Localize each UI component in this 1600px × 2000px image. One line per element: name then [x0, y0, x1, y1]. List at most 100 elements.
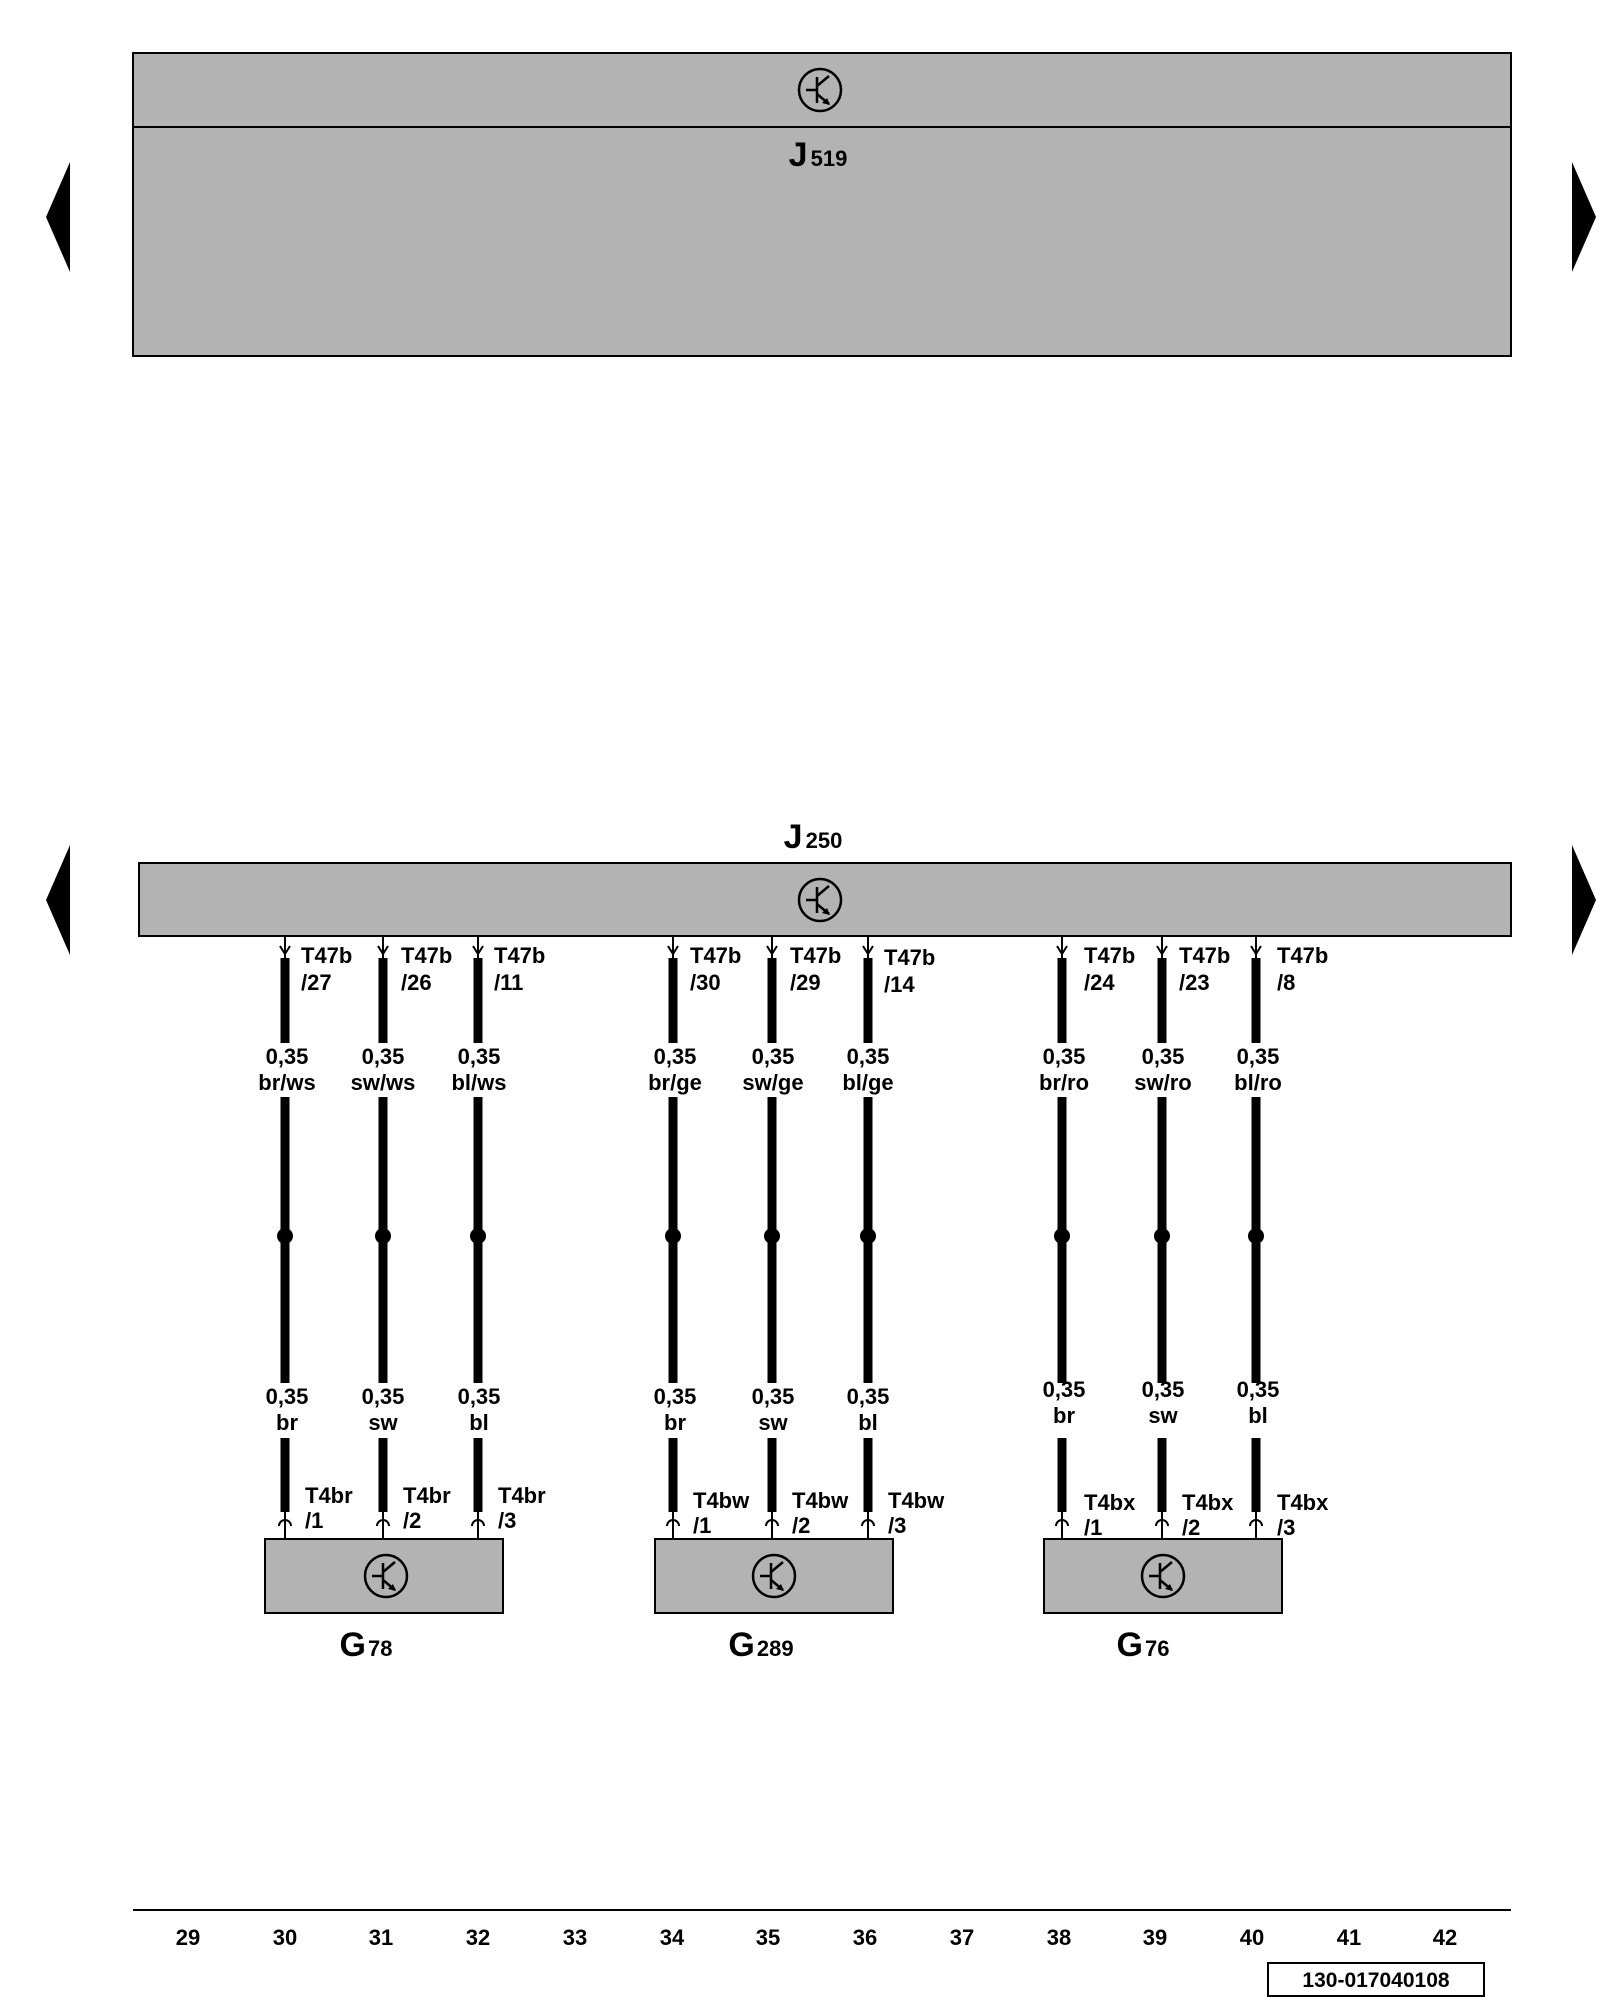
wire-7-top-size: 0,35 — [1043, 1044, 1086, 1069]
nav-right-top-icon[interactable] — [1572, 162, 1596, 272]
wire-2-bottom-pin-arc — [376, 1519, 390, 1527]
sensor-g78-number: 78 — [368, 1636, 392, 1661]
wire-6-bottom-size: 0,35 — [847, 1384, 890, 1409]
svg-text:G289: G289 — [728, 1626, 793, 1664]
wire-5-bottom-size: 0,35 — [752, 1384, 795, 1409]
column-number: 35 — [756, 1925, 780, 1950]
wire-2-top-pin: /26 — [401, 970, 432, 995]
sensor-g78-letter: G — [340, 1626, 366, 1664]
reference-number: 130-017040108 — [1302, 1969, 1449, 1992]
wire-8-top-size: 0,35 — [1142, 1044, 1185, 1069]
column-number: 37 — [950, 1925, 974, 1950]
nav-right-bottom-icon[interactable] — [1572, 845, 1596, 955]
wire-1-top-size: 0,35 — [266, 1044, 309, 1069]
wire-2-top-color: sw/ws — [351, 1070, 416, 1095]
wire-5-bottom-color: sw — [758, 1410, 788, 1435]
wire-1-top-color: br/ws — [258, 1070, 315, 1095]
wire-7: T47b /24 0,35 br/ro 0,35 br T4bx /1 — [1039, 936, 1136, 1540]
wire-7-top-conn: T47b — [1084, 943, 1135, 968]
wire-1: T47b /27 0,35 br/ws 0,35 br T4br /1 — [258, 936, 353, 1539]
module-j519-number: 519 — [811, 146, 848, 171]
column-number: 41 — [1337, 1925, 1361, 1950]
wire-5-top-color: sw/ge — [742, 1070, 803, 1095]
wire-9-top-conn: T47b — [1277, 943, 1328, 968]
wire-5-bottom-pin: /2 — [792, 1513, 810, 1538]
wire-8-bottom-conn: T4bx — [1182, 1490, 1234, 1515]
wire-7-bottom-pin: /1 — [1084, 1515, 1102, 1540]
sensor-g76-number: 76 — [1145, 1636, 1169, 1661]
wire-4-bottom-size: 0,35 — [654, 1384, 697, 1409]
wire-8-bottom-pin: /2 — [1182, 1515, 1200, 1540]
wire-4-bottom-conn: T4bw — [693, 1488, 750, 1513]
column-number: 40 — [1240, 1925, 1264, 1950]
wire-3-bottom-conn: T4br — [498, 1483, 546, 1508]
wire-5-top-conn: T47b — [790, 943, 841, 968]
nav-left-top-icon[interactable] — [46, 162, 70, 272]
wire-5-bottom-pin-arc — [765, 1519, 779, 1527]
wire-4-top-size: 0,35 — [654, 1044, 697, 1069]
wire-1-top-pin: /27 — [301, 970, 332, 995]
wire-3-bottom-size: 0,35 — [458, 1384, 501, 1409]
module-j250-number: 250 — [806, 828, 843, 853]
wire-2-bottom-color: sw — [368, 1410, 398, 1435]
svg-text:G76: G76 — [1117, 1626, 1170, 1664]
wire-3-top-size: 0,35 — [458, 1044, 501, 1069]
wire-6-top-conn: T47b — [884, 945, 935, 970]
column-number: 33 — [563, 1925, 587, 1950]
wire-6-bottom-pin: /3 — [888, 1513, 906, 1538]
wire-9-bottom-pin-arc — [1249, 1519, 1263, 1527]
wire-3-bottom-pin: /3 — [498, 1508, 516, 1533]
wire-4-top-pin: /30 — [690, 970, 721, 995]
wire-8: T47b /23 0,35 sw/ro 0,35 sw T4bx /2 — [1134, 936, 1234, 1540]
wire-4-top-color: br/ge — [648, 1070, 702, 1095]
wire-9: T47b /8 0,35 bl/ro 0,35 bl T4bx /3 — [1234, 936, 1329, 1540]
wire-2: T47b /26 0,35 sw/ws 0,35 sw T4br /2 — [351, 936, 452, 1539]
wire-8-bottom-color: sw — [1148, 1403, 1178, 1428]
wire-2-bottom-conn: T4br — [403, 1483, 451, 1508]
wire-3-top-color: bl/ws — [451, 1070, 506, 1095]
module-j250-letter: J — [784, 818, 803, 856]
sensor-g289: G289 — [654, 1538, 894, 1664]
wire-2-top-conn: T47b — [401, 943, 452, 968]
wire-3-top-pin: /11 — [494, 970, 523, 995]
wire-2-bottom-pin: /2 — [403, 1508, 421, 1533]
wire-9-top-pin: /8 — [1277, 970, 1295, 995]
wire-3-top-conn: T47b — [494, 943, 545, 968]
wire-7-bottom-conn: T4bx — [1084, 1490, 1136, 1515]
wire-5-top-pin: /29 — [790, 970, 821, 995]
column-number: 36 — [853, 1925, 877, 1950]
wire-8-bottom-pin-arc — [1155, 1519, 1169, 1527]
sensor-g76-letter: G — [1117, 1626, 1143, 1664]
module-j519-letter: J — [789, 136, 808, 174]
wire-9-bottom-size: 0,35 — [1237, 1377, 1280, 1402]
wire-6-bottom-conn: T4bw — [888, 1488, 945, 1513]
sensor-g289-number: 289 — [757, 1636, 794, 1661]
wire-3-bottom-pin-arc — [471, 1519, 485, 1527]
svg-text:G78: G78 — [340, 1626, 393, 1664]
sensor-g78: G78 — [264, 1538, 504, 1664]
wire-4-bottom-color: br — [664, 1410, 686, 1435]
wire-6-top-size: 0,35 — [847, 1044, 890, 1069]
column-number: 31 — [369, 1925, 393, 1950]
wire-4-bottom-pin: /1 — [693, 1513, 711, 1538]
column-number: 29 — [176, 1925, 200, 1950]
nav-left-bottom-icon[interactable] — [46, 845, 70, 955]
column-number: 30 — [273, 1925, 297, 1950]
sensor-g289-letter: G — [728, 1626, 754, 1664]
wire-8-top-color: sw/ro — [1134, 1070, 1191, 1095]
reference-box: 130-017040108 — [1267, 1962, 1485, 1997]
wire-1-bottom-size: 0,35 — [266, 1384, 309, 1409]
wire-9-bottom-pin: /3 — [1277, 1515, 1295, 1540]
wire-5-bottom-conn: T4bw — [792, 1488, 849, 1513]
wire-6-bottom-color: bl — [858, 1410, 878, 1435]
wire-9-bottom-color: bl — [1248, 1403, 1268, 1428]
column-number: 39 — [1143, 1925, 1167, 1950]
wire-9-top-color: bl/ro — [1234, 1070, 1282, 1095]
sensor-g76: G76 — [1043, 1538, 1283, 1664]
wire-7-top-color: br/ro — [1039, 1070, 1089, 1095]
wire-1-bottom-pin: /1 — [305, 1508, 323, 1533]
